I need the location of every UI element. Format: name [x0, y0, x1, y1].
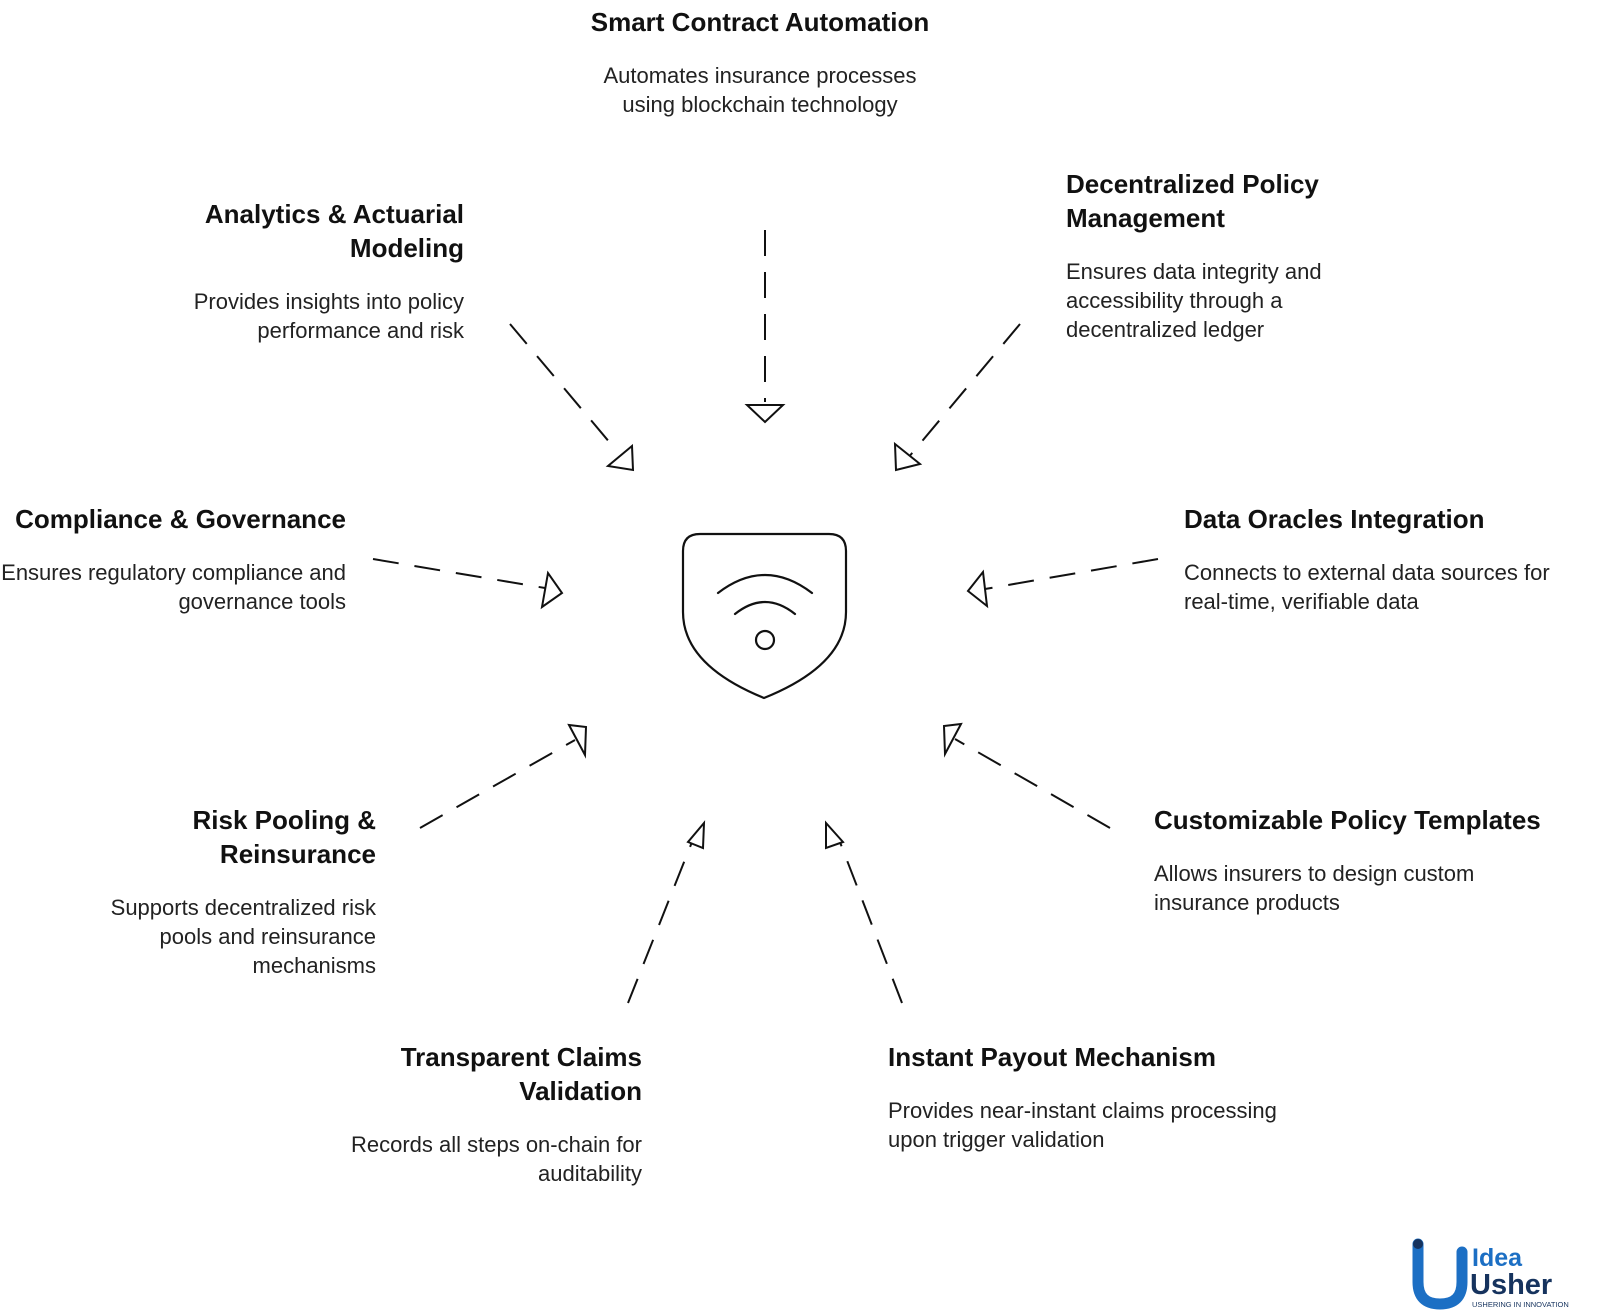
node-title: Analytics & Actuarial Modeling — [204, 199, 464, 263]
arrow-customizable — [954, 738, 1111, 829]
arrowhead-data-oracles — [966, 569, 989, 609]
node-description: Ensures regulatory compliance and govern… — [1, 560, 346, 614]
logo-line2: Usher — [1470, 1269, 1552, 1301]
node-description: Connects to external data sources for re… — [1184, 560, 1550, 614]
node-title: Instant Payout Mechanism — [888, 1042, 1216, 1072]
node-decentralized-policy: Decentralized Policy Management Ensures … — [1066, 167, 1366, 344]
arrowhead-customizable — [942, 722, 963, 758]
shield-wifi-icon — [681, 532, 848, 700]
arrow-data-oracles — [984, 558, 1159, 590]
node-title: Smart Contract Automation — [590, 7, 930, 37]
node-risk-pooling: Risk Pooling & Reinsurance Supports dece… — [60, 803, 376, 980]
node-description: Provides near-instant claims processing … — [888, 1098, 1277, 1152]
arrowhead-compliance — [540, 570, 564, 610]
node-description: Automates insurance processes using bloc… — [603, 63, 917, 117]
arrowhead-transparent-claims — [686, 820, 706, 850]
arrowhead-decentralized-policy — [893, 441, 923, 472]
node-compliance: Compliance & Governance Ensures regulato… — [0, 502, 346, 616]
arrow-decentralized-policy — [907, 323, 1021, 459]
arrow-compliance — [372, 558, 546, 589]
node-title: Customizable Policy Templates — [1154, 805, 1541, 835]
node-title: Data Oracles Integration — [1184, 504, 1485, 534]
logo-tagline: USHERING IN INNOVATION — [1472, 1300, 1569, 1309]
arrowhead-smart-contract — [744, 404, 786, 424]
arrow-instant-payout — [837, 836, 903, 1004]
node-description: Supports decentralized risk pools and re… — [110, 895, 376, 978]
arrow-transparent-claims — [627, 836, 695, 1004]
node-description: Ensures data integrity and accessibility… — [1066, 259, 1322, 342]
node-customizable: Customizable Policy Templates Allows ins… — [1154, 803, 1544, 917]
arrowhead-analytics — [605, 443, 635, 472]
node-instant-payout: Instant Payout Mechanism Provides near-i… — [888, 1040, 1308, 1154]
ideausher-logo: Idea Usher USHERING IN INNOVATION — [1412, 1238, 1569, 1310]
node-data-oracles: Data Oracles Integration Connects to ext… — [1184, 502, 1594, 616]
arrowhead-instant-payout — [825, 820, 845, 850]
node-description: Allows insurers to design custom insuran… — [1154, 861, 1475, 915]
node-title: Transparent Claims Validation — [400, 1042, 642, 1106]
node-smart-contract: Smart Contract Automation Automates insu… — [590, 5, 930, 119]
node-analytics: Analytics & Actuarial Modeling Provides … — [140, 197, 464, 345]
arrow-analytics — [509, 323, 617, 451]
node-title: Compliance & Governance — [15, 504, 346, 534]
node-title: Risk Pooling & Reinsurance — [192, 805, 376, 869]
node-description: Records all steps on-chain for auditabil… — [350, 1132, 642, 1186]
node-title: Decentralized Policy Management — [1066, 169, 1319, 233]
arrow-risk-pooling — [419, 739, 576, 829]
arrowhead-risk-pooling — [567, 723, 588, 759]
node-description: Provides insights into policy performanc… — [193, 289, 464, 343]
logo-line1: Idea — [1472, 1244, 1523, 1272]
node-transparent-claims: Transparent Claims Validation Records al… — [300, 1040, 642, 1188]
